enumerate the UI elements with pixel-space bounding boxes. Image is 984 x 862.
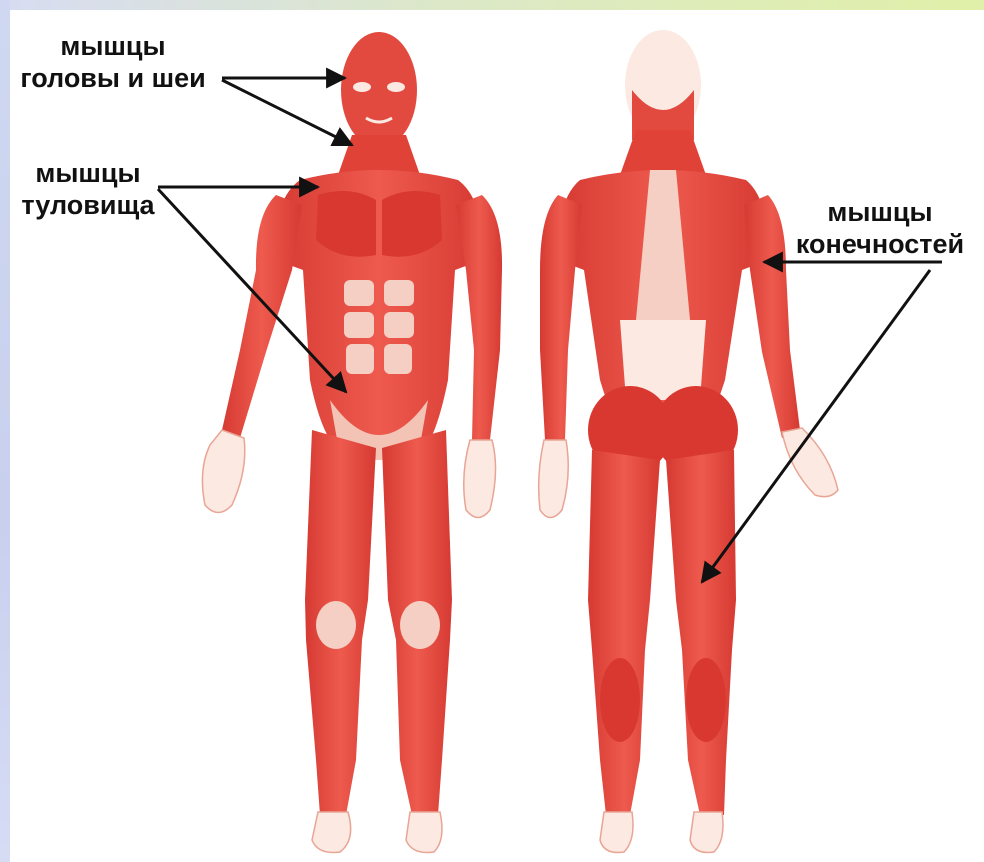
front-head — [341, 32, 417, 148]
label-torso-line1: мышцы — [8, 157, 168, 189]
back-figure — [539, 30, 838, 853]
label-limbs-line2: конечностей — [780, 228, 980, 260]
front-neck — [338, 135, 420, 175]
label-limbs-line1: мышцы — [780, 196, 980, 228]
back-left-foot — [600, 812, 633, 853]
front-right-arm — [456, 195, 502, 440]
front-torso — [276, 170, 483, 440]
front-left-arm — [222, 195, 302, 438]
back-right-leg — [666, 450, 736, 815]
front-figure — [202, 32, 502, 853]
label-head-neck-line1: мышцы — [8, 30, 218, 62]
label-head-neck: мышцы головы и шеи — [8, 30, 218, 94]
back-left-hand — [539, 440, 569, 518]
back-left-leg — [588, 450, 660, 815]
label-limbs: мышцы конечностей — [780, 196, 980, 260]
back-right-foot — [690, 812, 723, 853]
back-left-arm — [540, 195, 582, 440]
front-left-foot — [312, 812, 351, 853]
front-right-foot — [406, 812, 442, 853]
front-right-hand — [464, 440, 496, 518]
label-torso: мышцы туловища — [8, 157, 168, 221]
label-torso-line2: туловища — [8, 189, 168, 221]
arrow-head-2 — [222, 80, 352, 145]
label-head-neck-line2: головы и шеи — [8, 62, 218, 94]
front-left-hand — [202, 430, 244, 513]
